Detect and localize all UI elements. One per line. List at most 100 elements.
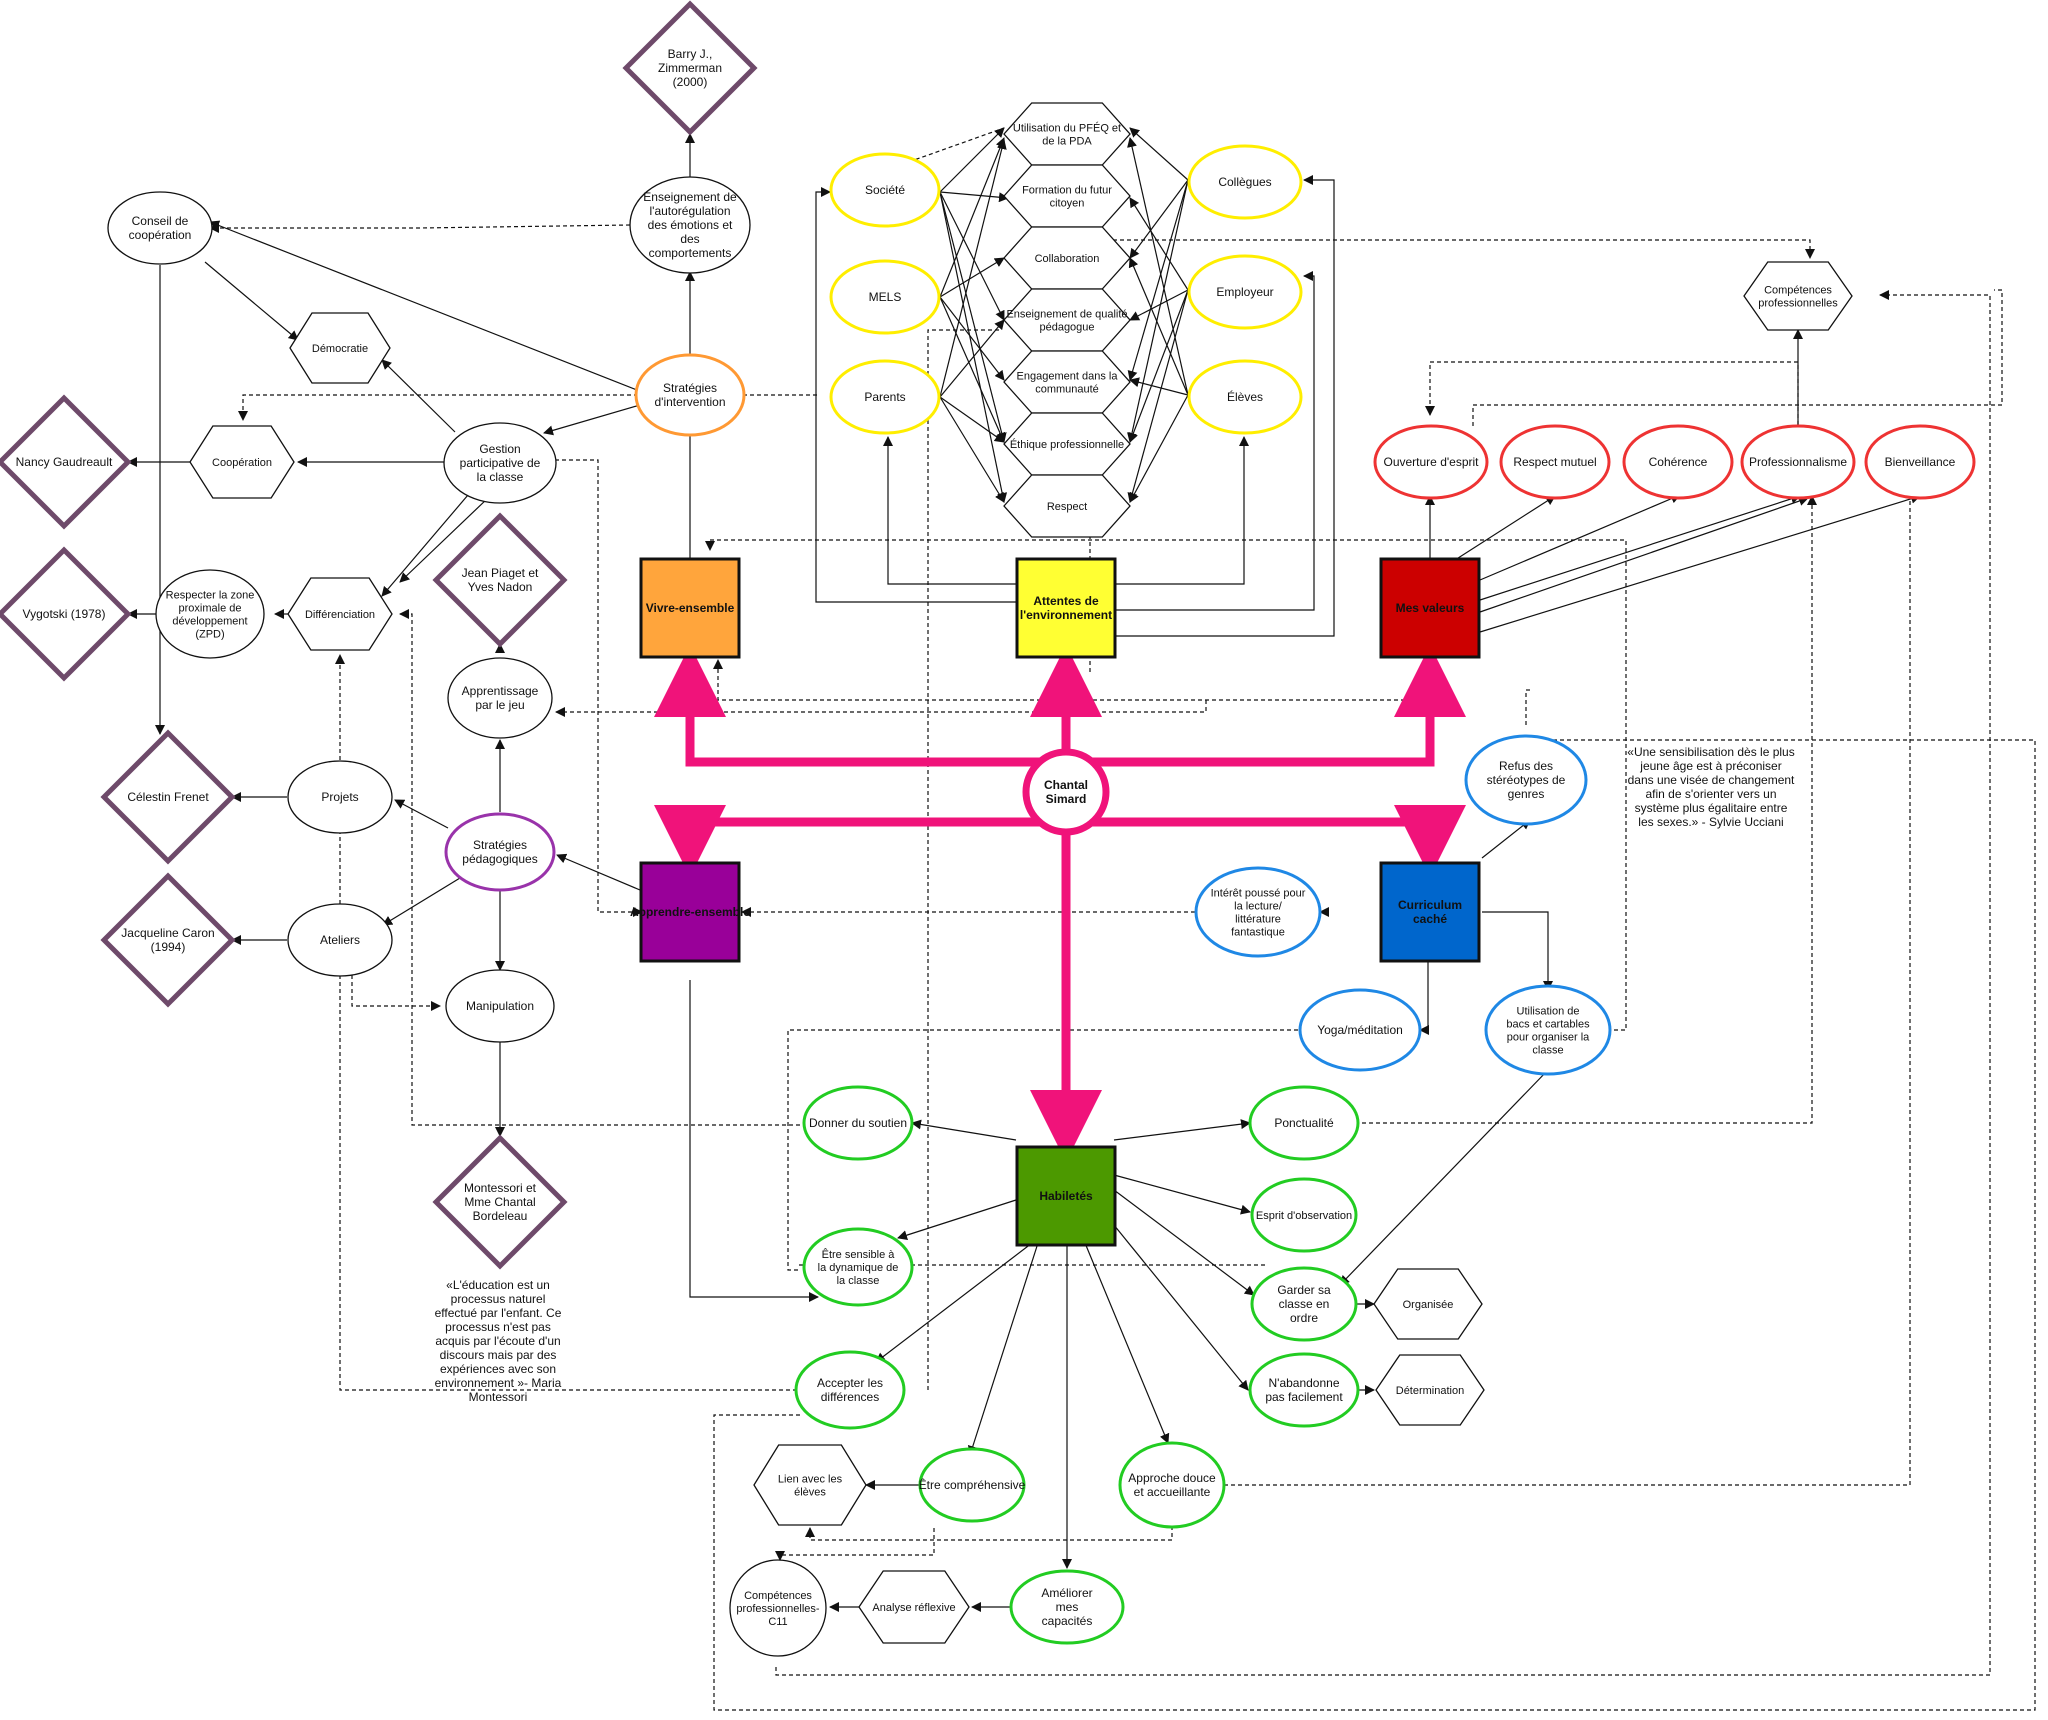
eleves-shape — [1187, 359, 1303, 435]
jacqueline-caron-label: Jacqueline Caron(1994) — [121, 926, 214, 954]
expectation-hex-7[interactable]: Respect — [1003, 474, 1131, 538]
cooperation-shape — [189, 425, 295, 499]
parents-label: Parents — [864, 390, 905, 404]
determination[interactable]: Détermination — [1375, 1354, 1485, 1426]
ouverture-esprit-label: Ouverture d'esprit — [1384, 455, 1480, 469]
differenciation[interactable]: Différenciation — [287, 577, 393, 651]
cooperation[interactable]: Coopération — [189, 425, 295, 499]
yoga-meditation-label: Yoga/méditation — [1317, 1023, 1403, 1037]
vygotski[interactable]: Vygotski (1978) — [0, 546, 132, 682]
parents[interactable]: Parents — [829, 359, 941, 435]
piaget-nadon-shape — [432, 512, 568, 648]
edge-pedago-ateliers — [382, 877, 461, 926]
organisee[interactable]: Organisée — [1373, 1268, 1483, 1340]
competences-professionnelles-shape — [1743, 261, 1853, 331]
celestin-frenet[interactable]: Célestin Frenet — [100, 729, 236, 865]
coherence-shape — [1622, 424, 1734, 500]
projets[interactable]: Projets — [287, 760, 393, 834]
professionnalisme[interactable]: Professionnalisme — [1740, 424, 1856, 500]
edge-soutien-diff — [399, 609, 800, 1126]
ponctualite[interactable]: Ponctualité — [1248, 1085, 1360, 1161]
donner-soutien[interactable]: Donner du soutien — [802, 1085, 914, 1161]
yoga-meditation[interactable]: Yoga/méditation — [1298, 988, 1422, 1072]
differenciation-label: Différenciation — [305, 609, 375, 621]
competences-c11-shape — [729, 1559, 827, 1657]
ateliers[interactable]: Ateliers — [287, 903, 393, 977]
societe-shape — [829, 152, 941, 228]
manipulation-shape — [445, 969, 555, 1043]
edge-attentes-eleves — [1114, 436, 1249, 585]
hub-curriculum-shape — [1379, 861, 1481, 963]
barry-zimmerman[interactable]: Barry J.,Zimmerman(2000) — [622, 0, 758, 136]
etre-comprehensive[interactable]: Être compréhensive — [918, 1447, 1026, 1523]
sensible-dynamique-shape — [802, 1227, 914, 1307]
edge-pedago-projets — [394, 799, 449, 829]
edge-strategies-cooperation — [238, 394, 645, 421]
approche-douce-shape — [1118, 1441, 1226, 1529]
donner-soutien-shape — [802, 1085, 914, 1161]
bienveillance[interactable]: Bienveillance — [1864, 424, 1976, 500]
employeur[interactable]: Employeur — [1187, 254, 1303, 330]
celestin-frenet-label: Célestin Frenet — [127, 790, 209, 804]
respect-mutuel[interactable]: Respect mutuel — [1499, 424, 1611, 500]
analyse-reflexive-label: Analyse réflexive — [872, 1602, 955, 1614]
hub-vivre-ensemble[interactable]: Vivre-ensemble — [639, 557, 741, 659]
enseignement-autoregulation-shape — [629, 176, 751, 274]
ouverture-esprit[interactable]: Ouverture d'esprit — [1373, 424, 1489, 500]
hub-apprendre[interactable]: Apprendre-ensemble — [630, 861, 750, 963]
mels[interactable]: MELS — [829, 259, 941, 335]
strategies-intervention-shape — [634, 353, 746, 437]
jacqueline-caron[interactable]: Jacqueline Caron(1994) — [100, 872, 236, 1008]
societe[interactable]: Société — [829, 152, 941, 228]
manipulation[interactable]: Manipulation — [445, 969, 555, 1043]
expectation-hex-6[interactable]: Éthique professionnelle — [1003, 412, 1131, 476]
analyse-reflexive[interactable]: Analyse réflexive — [858, 1570, 970, 1644]
edge-attentes-societe — [815, 187, 1016, 603]
respect-mutuel-label: Respect mutuel — [1513, 455, 1596, 469]
hub-habiletes[interactable]: Habiletés — [1015, 1145, 1117, 1247]
organisee-label: Organisée — [1403, 1299, 1454, 1311]
esprit-observation[interactable]: Esprit d'observation — [1250, 1177, 1358, 1253]
democratie[interactable]: Démocratie — [289, 312, 391, 384]
hub-habiletes-label: Habiletés — [1039, 1189, 1093, 1203]
expectation-hex-3[interactable]: Collaboration — [1003, 226, 1131, 290]
hub-valeurs[interactable]: Mes valeurs — [1379, 557, 1481, 659]
coherence[interactable]: Cohérence — [1622, 424, 1734, 500]
eleves[interactable]: Élèves — [1187, 359, 1303, 435]
yoga-meditation-shape — [1298, 988, 1422, 1072]
nancy-gaudreault[interactable]: Nancy Gaudreault — [0, 394, 132, 530]
lecture-fantastique-shape — [1194, 866, 1322, 958]
collegues[interactable]: Collègues — [1187, 144, 1303, 220]
